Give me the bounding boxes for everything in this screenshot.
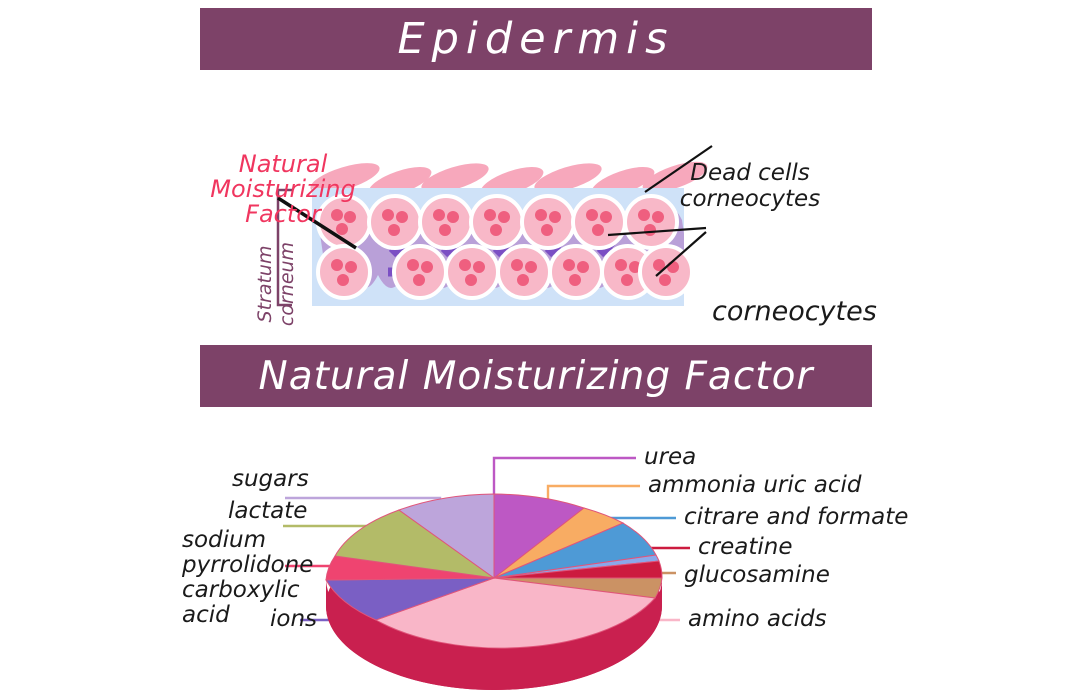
pie-slices (325, 493, 663, 649)
stratum-corneum-bracket (276, 188, 292, 307)
pie-slice-sugars[interactable] (397, 493, 495, 579)
banner-epidermis: Epidermis (200, 8, 872, 70)
pie-label-sodium-line1: sodium (182, 527, 267, 553)
pie-slice-lactate[interactable] (334, 509, 495, 579)
pie-label-sodium-line3: carboxylic acid (182, 577, 300, 628)
label-corneocytes: corneocytes (712, 296, 877, 327)
pie-label-urea: urea (644, 444, 697, 470)
pie-label-glucosamine: glucosamine (684, 562, 830, 588)
pie-chart-svg (283, 456, 690, 690)
banner-natural-moisturizing-factor: Natural Moisturizing Factor (200, 345, 872, 407)
label-nmf-line2: Moisturizing (210, 175, 356, 203)
pie-label-creatine: creatine (698, 534, 793, 560)
pie-label-sugars: sugars (232, 466, 309, 492)
pie-slice-ions[interactable] (325, 577, 495, 621)
banner-epidermis-title: Epidermis (397, 14, 675, 64)
dead-cell-flakes (310, 161, 708, 197)
epidermis-diagram: Natural Moisturizing Factor Dead cells c… (0, 70, 1080, 340)
pie-label-amino-acids: amino acids (688, 606, 827, 632)
pie-label-ammonia: ammonia uric acid (648, 472, 862, 498)
label-dead-cells-line2: corneocytes (679, 186, 821, 212)
label-dead-cells: Dead cells corneocytes (650, 160, 850, 212)
label-natural-moisturizing-factor: Natural Moisturizing Factor (188, 152, 378, 227)
pie-label-sodium-line2: pyrrolidone (182, 552, 314, 578)
corneocyte-cells-bottom (316, 244, 694, 300)
epidermis-svg (276, 145, 713, 307)
leader-line-dead-cells (644, 145, 713, 193)
pie-label-lactate: lactate (228, 498, 308, 524)
label-stratum-line2: corneum (276, 241, 298, 327)
banner-nmf-title: Natural Moisturizing Factor (258, 353, 814, 399)
pie-label-sodium-pca: sodium pyrrolidone carboxylic acid (182, 528, 342, 628)
leader-line-corneocytes-top (607, 226, 707, 237)
pie-slice-urea[interactable] (493, 493, 586, 580)
leader-line-nmf (277, 196, 357, 250)
pie-label-ions: ions (270, 606, 318, 632)
label-nmf-line3: Factor (245, 200, 321, 228)
label-dead-cells-line1: Dead cells (690, 160, 810, 186)
label-nmf-line1: Natural (238, 150, 328, 178)
pie-label-citrate: citrare and formate (684, 504, 909, 530)
label-stratum-line1: Stratum (254, 245, 276, 323)
pie-chart: sugars lactate sodium pyrrolidone carbox… (0, 408, 1080, 700)
corneocyte-cells-top (316, 194, 679, 250)
leader-line-corneocytes-bottom (655, 231, 707, 277)
label-stratum-corneum: Stratum corneum (254, 224, 298, 344)
